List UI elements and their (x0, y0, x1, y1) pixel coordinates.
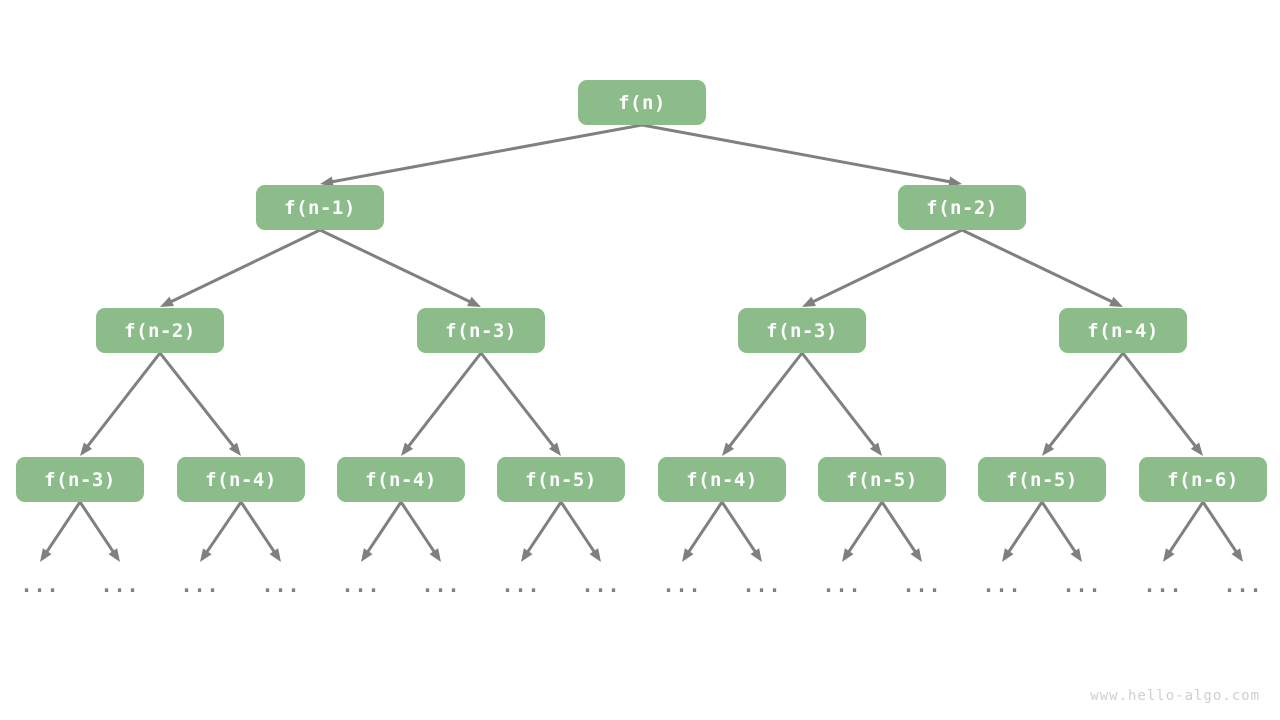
tree-node-label: f(n-4) (1087, 319, 1159, 342)
tree-node-label: f(n-5) (846, 468, 918, 491)
tree-node-label: f(n-3) (44, 468, 116, 491)
edge-n14-to-ellipsis-15 (1201, 501, 1243, 562)
watermark: www.hello-algo.com (1090, 688, 1260, 704)
ellipsis-marker-12: ... (982, 573, 1022, 597)
edge-n12-to-ellipsis-10 (842, 501, 884, 562)
tree-node-n9[interactable]: f(n-4) (337, 457, 465, 502)
tree-node-label: f(n-2) (124, 319, 196, 342)
tree-node-n7[interactable]: f(n-3) (16, 457, 144, 502)
tree-node-n12[interactable]: f(n-5) (818, 457, 946, 502)
edge-n12-to-ellipsis-11 (880, 501, 922, 562)
tree-node-n1[interactable]: f(n-1) (256, 185, 384, 230)
edge-n9-to-ellipsis-4 (361, 501, 403, 562)
ellipsis-marker-6: ... (501, 573, 541, 597)
edge-n9-to-ellipsis-5 (399, 501, 441, 562)
tree-node-n11[interactable]: f(n-4) (658, 457, 786, 502)
edge-n8-to-ellipsis-3 (239, 501, 281, 562)
ellipsis-marker-4: ... (341, 573, 381, 597)
edge-n1-to-n3 (160, 228, 321, 307)
edge-n10-to-ellipsis-6 (521, 501, 563, 562)
edge-n6-to-n13 (1042, 352, 1125, 456)
tree-node-label: f(n-4) (365, 468, 437, 491)
edge-n10-to-ellipsis-7 (559, 501, 601, 562)
edge-n0-to-n1 (320, 123, 643, 187)
edge-n5-to-n12 (800, 352, 882, 456)
tree-node-label: f(n-6) (1167, 468, 1239, 491)
tree-node-n8[interactable]: f(n-4) (177, 457, 305, 502)
edge-n3-to-n7 (80, 352, 162, 456)
tree-node-label: f(n-3) (445, 319, 517, 342)
edge-n13-to-ellipsis-13 (1040, 501, 1082, 562)
tree-node-label: f(n-4) (205, 468, 277, 491)
edge-n13-to-ellipsis-12 (1002, 501, 1044, 562)
ellipsis-marker-9: ... (742, 573, 782, 597)
ellipsis-marker-1: ... (100, 573, 140, 597)
tree-node-n6[interactable]: f(n-4) (1059, 308, 1187, 353)
ellipsis-marker-3: ... (261, 573, 301, 597)
ellipsis-marker-5: ... (421, 573, 461, 597)
ellipsis-marker-8: ... (662, 573, 702, 597)
tree-node-n4[interactable]: f(n-3) (417, 308, 545, 353)
edge-n7-to-ellipsis-0 (40, 501, 82, 562)
tree-node-n10[interactable]: f(n-5) (497, 457, 625, 502)
tree-node-label: f(n) (618, 91, 666, 114)
tree-node-label: f(n-4) (686, 468, 758, 491)
tree-node-n13[interactable]: f(n-5) (978, 457, 1106, 502)
tree-node-label: f(n-3) (766, 319, 838, 342)
edge-n5-to-n11 (722, 352, 804, 456)
edge-n14-to-ellipsis-14 (1163, 501, 1205, 562)
ellipsis-marker-15: ... (1223, 573, 1263, 597)
edge-n4-to-n9 (401, 352, 483, 456)
edge-n1-to-n4 (319, 228, 481, 307)
edge-n3-to-n8 (158, 352, 241, 456)
ellipsis-marker-0: ... (20, 573, 60, 597)
tree-node-label: f(n-5) (1006, 468, 1078, 491)
edge-n4-to-n10 (479, 352, 561, 456)
edge-n6-to-n14 (1121, 352, 1203, 456)
edge-n11-to-ellipsis-9 (720, 501, 762, 562)
tree-node-n14[interactable]: f(n-6) (1139, 457, 1267, 502)
ellipsis-marker-13: ... (1062, 573, 1102, 597)
ellipsis-marker-11: ... (902, 573, 942, 597)
ellipsis-marker-14: ... (1143, 573, 1183, 597)
edge-n8-to-ellipsis-2 (200, 501, 243, 562)
edge-n11-to-ellipsis-8 (682, 501, 724, 562)
edge-n2-to-n6 (961, 228, 1123, 307)
tree-node-n0[interactable]: f(n) (578, 80, 706, 125)
edge-n2-to-n5 (802, 228, 963, 307)
edge-n7-to-ellipsis-1 (78, 501, 120, 562)
ellipsis-marker-10: ... (822, 573, 862, 597)
ellipsis-marker-2: ... (180, 573, 220, 597)
tree-node-label: f(n-1) (284, 196, 356, 219)
edge-n0-to-n2 (641, 123, 962, 187)
tree-node-n5[interactable]: f(n-3) (738, 308, 866, 353)
ellipsis-marker-7: ... (581, 573, 621, 597)
tree-node-label: f(n-2) (926, 196, 998, 219)
tree-node-n3[interactable]: f(n-2) (96, 308, 224, 353)
tree-node-n2[interactable]: f(n-2) (898, 185, 1026, 230)
tree-node-label: f(n-5) (525, 468, 597, 491)
